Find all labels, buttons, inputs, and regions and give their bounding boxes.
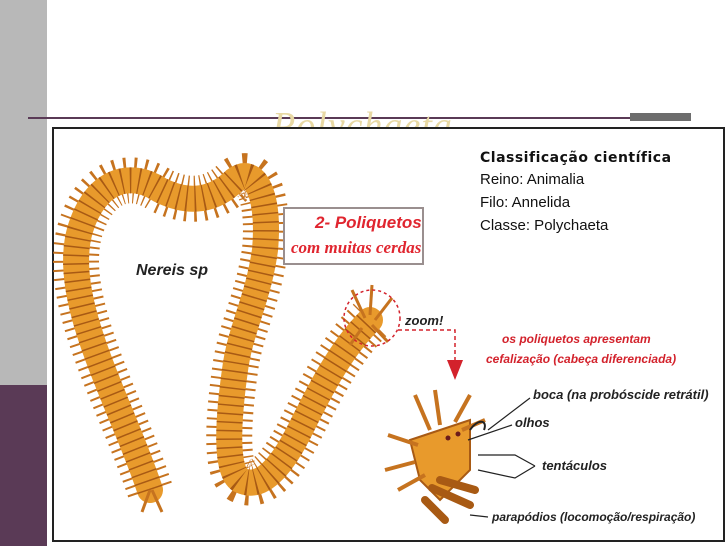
title-rule-accent (630, 113, 691, 121)
classification-row-class: Classe: Polychaeta (480, 217, 609, 234)
head-tentacles (348, 284, 394, 346)
classification-row-kingdom: Reino: Animalia (480, 171, 585, 188)
label-mouth: boca (na probóscide retrátil) (533, 387, 709, 402)
callout-line-2: com muitas cerdas (291, 238, 422, 257)
left-sidebar-accent (0, 385, 47, 546)
title-rule (28, 117, 691, 119)
label-pointers (467, 397, 536, 518)
label-parapodia: parapódios (locomoção/respiração) (492, 510, 696, 524)
callout-box: 2- Poliquetos com muitas cerdas (283, 207, 424, 265)
description-line-2: cefalização (cabeça diferenciada) (486, 352, 677, 366)
zoom-arrow-head (447, 360, 463, 380)
zoom-label: zoom! (405, 313, 444, 328)
classification-row-phylum: Filo: Annelida (480, 194, 571, 211)
zoomed-head (384, 389, 486, 524)
callout-line-1: 2- Poliquetos (315, 213, 422, 232)
classification-box: Classificação científica Reino: Animalia… (480, 150, 720, 240)
tail-cirri (140, 489, 164, 513)
label-eyes: olhos (515, 415, 550, 430)
description-line-1: os poliquetos apresentam (502, 332, 651, 346)
worm-segments (63, 163, 380, 496)
zoom-circle (343, 289, 401, 347)
label-tentacles: tentáculos (542, 458, 608, 473)
zoom-arrow-line (398, 329, 456, 372)
species-label: Nereis sp (136, 262, 209, 279)
classification-heading: Classificação científica (480, 150, 672, 166)
